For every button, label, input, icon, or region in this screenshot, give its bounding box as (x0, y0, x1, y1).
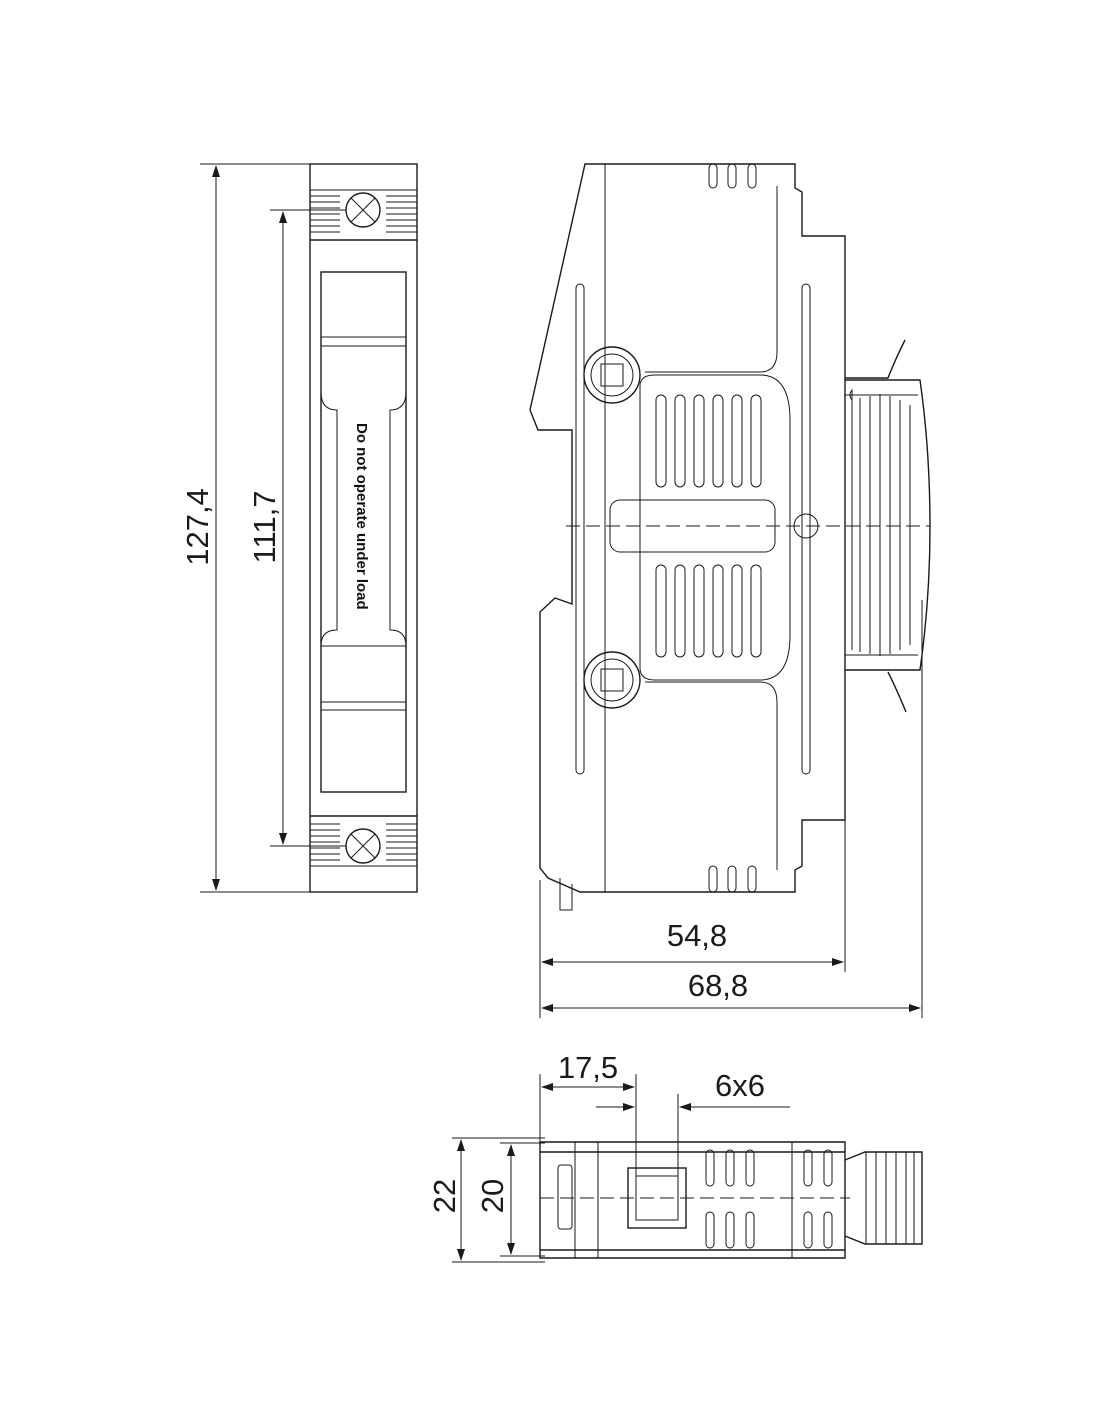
front-top-cap (310, 189, 417, 241)
dim-offset: 17,5 (539, 1050, 637, 1176)
side-bottom-pin (559, 878, 573, 911)
side-clip-ribs (845, 388, 918, 656)
front-view: Do not operate under load 127,4 (180, 163, 418, 893)
dim-68-text: 68,8 (688, 968, 748, 1003)
top-clip-ribs (844, 1151, 923, 1245)
side-right-rail (801, 283, 811, 775)
top-body-outline (539, 1141, 846, 1259)
side-top-terminal-icon (583, 346, 641, 404)
side-inner-panel (604, 164, 778, 892)
side-center-knob (793, 513, 819, 539)
front-bottom-cap (310, 815, 417, 867)
side-bottom-vents (708, 865, 757, 893)
dim-overall-depth: 68,8 (541, 600, 923, 1018)
dim-screw-pitch: 111,7 (247, 209, 346, 847)
side-view: 54,8 68,8 (529, 163, 931, 1018)
bottom-screw-icon (345, 828, 381, 864)
dim-square: 6x6 (596, 1068, 790, 1176)
dim-depth: 54,8 (539, 820, 846, 1018)
top-housing-inner (574, 1142, 793, 1258)
dim-overall-height: 127,4 (180, 163, 310, 893)
dim-127-text: 127,4 (180, 488, 215, 566)
top-screw-icon (345, 192, 381, 228)
top-vents (705, 1149, 833, 1249)
side-body-outline (529, 163, 846, 893)
dim-20-text: 20 (475, 1179, 510, 1213)
side-bottom-terminal-icon (583, 651, 641, 709)
side-upper-ribs (655, 394, 762, 488)
top-view: 17,5 6x6 22 20 (427, 1050, 923, 1263)
side-din-clip (845, 339, 931, 713)
side-center-body (639, 374, 791, 681)
dim-6x6-text: 6x6 (715, 1068, 765, 1103)
top-left-slot (557, 1164, 573, 1230)
dim-111-text: 111,7 (247, 491, 282, 564)
dim-22-text: 22 (427, 1179, 462, 1213)
dim-54-text: 54,8 (667, 918, 727, 953)
front-window (320, 271, 407, 793)
dim-body-width: 20 (475, 1142, 545, 1257)
side-top-vents (708, 163, 757, 189)
front-body-outline (309, 163, 418, 893)
front-label: Do not operate under load (353, 423, 370, 610)
top-square-socket-icon (627, 1167, 687, 1229)
dim-17-text: 17,5 (558, 1050, 618, 1085)
side-lower-ribs (655, 564, 762, 658)
dim-outer-width: 22 (427, 1137, 545, 1263)
front-handle-outline (320, 336, 407, 711)
side-left-rail (575, 283, 585, 775)
